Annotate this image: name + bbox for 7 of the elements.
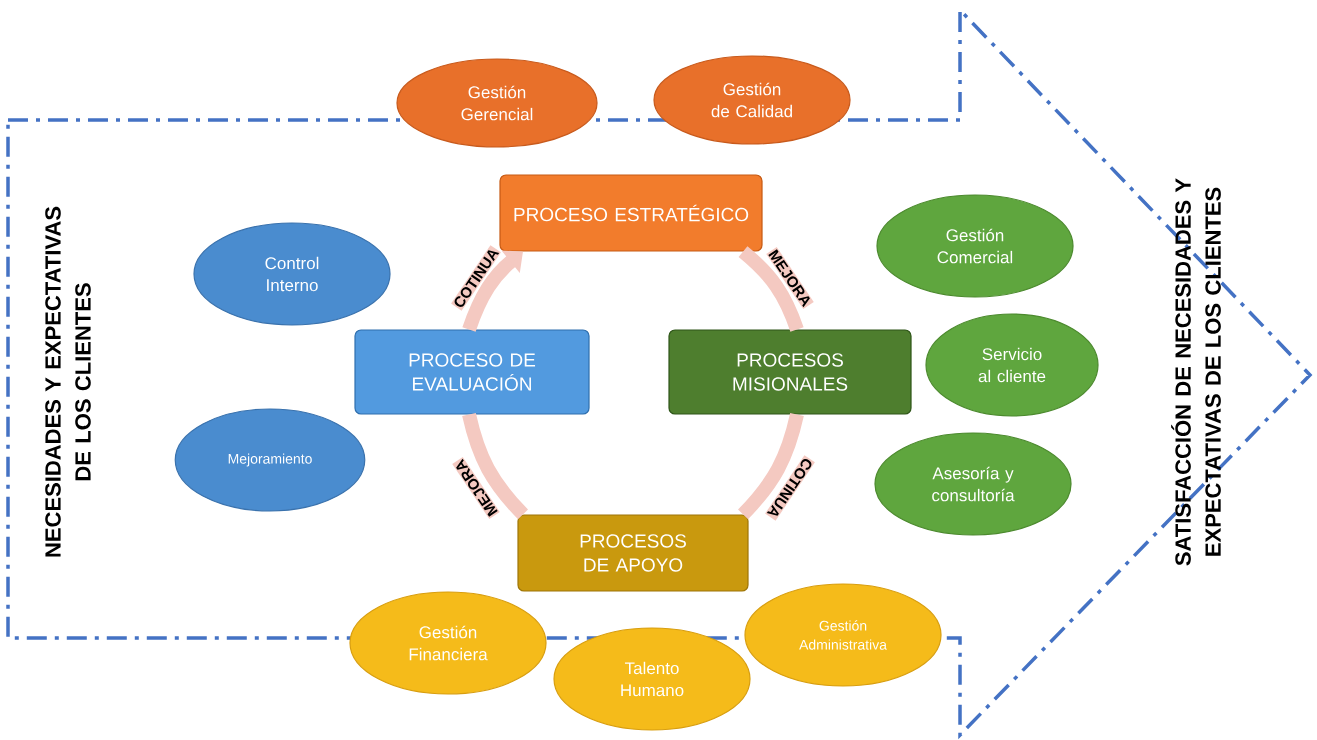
process-box: PROCESO DE EVALUACIÓN (354, 329, 590, 415)
cycle-arrow (462, 250, 523, 332)
vertical-label: SATISFACCIÓN DE NECESIDADES Y EXPECTATIVAS DE LOS CLIENTES (1171, 178, 1221, 566)
process-box: PROCESOS DE APOYO (517, 514, 749, 592)
vertical-label: NECESIDADES Y EXPECTATIVAS DE LOS CLIENTES (45, 206, 91, 557)
process-box: PROCESOS MISIONALES (668, 329, 912, 415)
process-box: PROCESO ESTRATÉGICO (499, 174, 763, 252)
